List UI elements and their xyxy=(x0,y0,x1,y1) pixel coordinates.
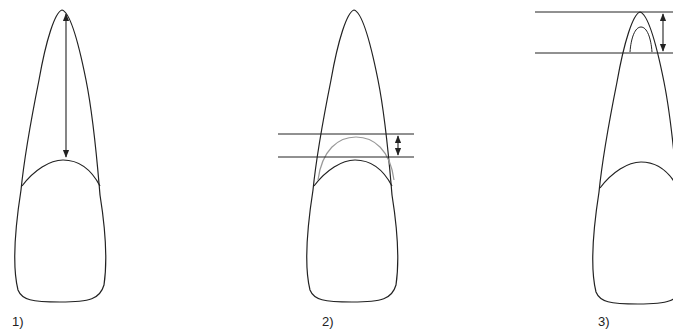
reference-line xyxy=(535,12,673,13)
dimension-arrow xyxy=(397,136,398,155)
pulp-horn xyxy=(318,137,394,180)
tooth-outline xyxy=(593,12,673,304)
tooth-outline xyxy=(15,10,106,302)
dimension-arrow xyxy=(662,14,663,51)
root-canal xyxy=(630,27,652,52)
reference-line xyxy=(535,53,673,54)
figure-number: 1) xyxy=(12,315,24,328)
figure-number: 2) xyxy=(322,315,334,328)
tooth-outline xyxy=(307,10,398,302)
reference-line xyxy=(278,134,414,135)
length-arrow xyxy=(65,14,66,157)
reference-line xyxy=(278,157,414,158)
figure-number: 3) xyxy=(598,315,610,328)
